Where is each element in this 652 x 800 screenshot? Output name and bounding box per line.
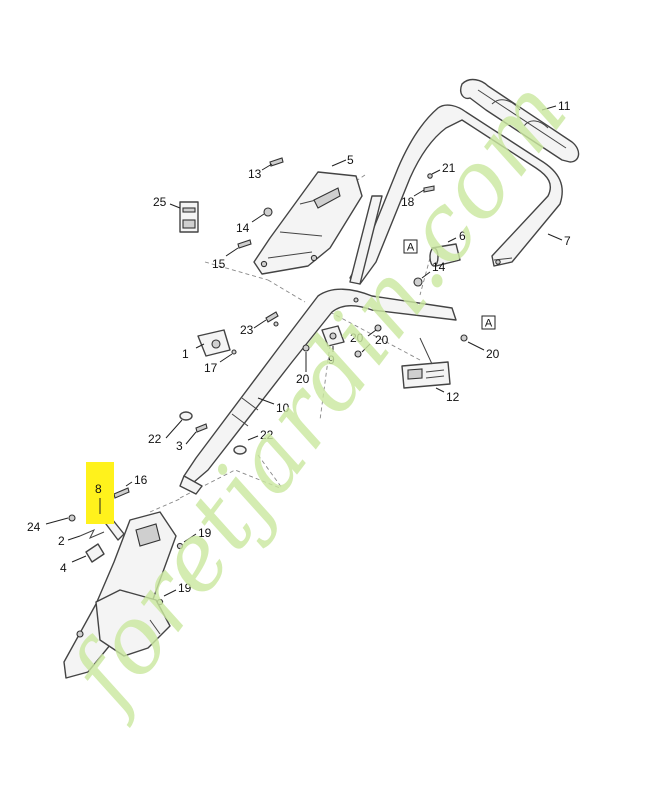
callout-20-d: 20 <box>486 347 500 361</box>
callout-4: 4 <box>60 561 67 575</box>
callout-20-b: 20 <box>375 333 389 347</box>
assembly-guide-lines <box>149 174 431 513</box>
callout-7: 7 <box>564 234 571 248</box>
marker-a-right: A <box>481 315 496 330</box>
lower-bracket <box>63 511 177 679</box>
part-9-clamp <box>321 325 345 347</box>
callout-24: 24 <box>27 520 41 534</box>
part-6-clip <box>429 243 461 267</box>
part-2-spring <box>79 529 105 539</box>
svg-text:A: A <box>485 318 493 330</box>
part-12-warning-decal <box>401 337 451 389</box>
watermark-text: foretjardin.com <box>47 59 589 730</box>
callout-18: 18 <box>401 195 415 209</box>
callout-12: 12 <box>446 390 460 404</box>
part-1-bracket <box>197 329 231 357</box>
callout-23: 23 <box>240 323 254 337</box>
callout-2: 2 <box>58 534 65 548</box>
callout-10: 10 <box>276 401 290 415</box>
callout-16: 16 <box>134 473 148 487</box>
callouts: 11 5 21 13 18 25 14 6 7 15 14 23 20 20 1… <box>27 99 571 597</box>
callout-21: 21 <box>442 161 456 175</box>
marker-a-left: A <box>403 239 418 254</box>
fasteners <box>68 157 468 606</box>
callout-8-label: 8 <box>95 482 102 496</box>
callout-1: 1 <box>182 347 189 361</box>
callout-20-a: 20 <box>350 331 364 345</box>
callout-11: 11 <box>558 99 571 113</box>
callout-20-c: 20 <box>296 372 310 386</box>
callout-5: 5 <box>347 153 354 167</box>
part-7-handle-tube <box>349 195 383 285</box>
callout-3: 3 <box>176 439 183 453</box>
callout-9: 9 <box>328 353 335 367</box>
highlight-part-8: 8 <box>86 462 114 524</box>
watermark: foretjardin.com <box>47 59 589 730</box>
callout-14-upper: 14 <box>236 221 250 235</box>
part-5-cover <box>253 171 363 275</box>
callout-19-upper: 19 <box>198 526 212 540</box>
callout-14-right: 14 <box>432 260 446 274</box>
part-11-handle-grip <box>460 78 580 163</box>
callout-17: 17 <box>204 361 218 375</box>
part-7-upper-handle <box>349 104 563 285</box>
svg-text:A: A <box>407 242 415 254</box>
callout-22-right: 22 <box>260 428 274 442</box>
callout-25: 25 <box>153 195 167 209</box>
part-4-lever <box>85 543 105 563</box>
callout-6: 6 <box>459 229 466 243</box>
callout-19-lower: 19 <box>178 581 192 595</box>
callout-15: 15 <box>212 257 226 271</box>
callout-22-left: 22 <box>148 432 162 446</box>
part-25-decal <box>179 201 199 233</box>
part-10-lower-handle <box>179 288 457 495</box>
callout-13: 13 <box>248 167 262 181</box>
